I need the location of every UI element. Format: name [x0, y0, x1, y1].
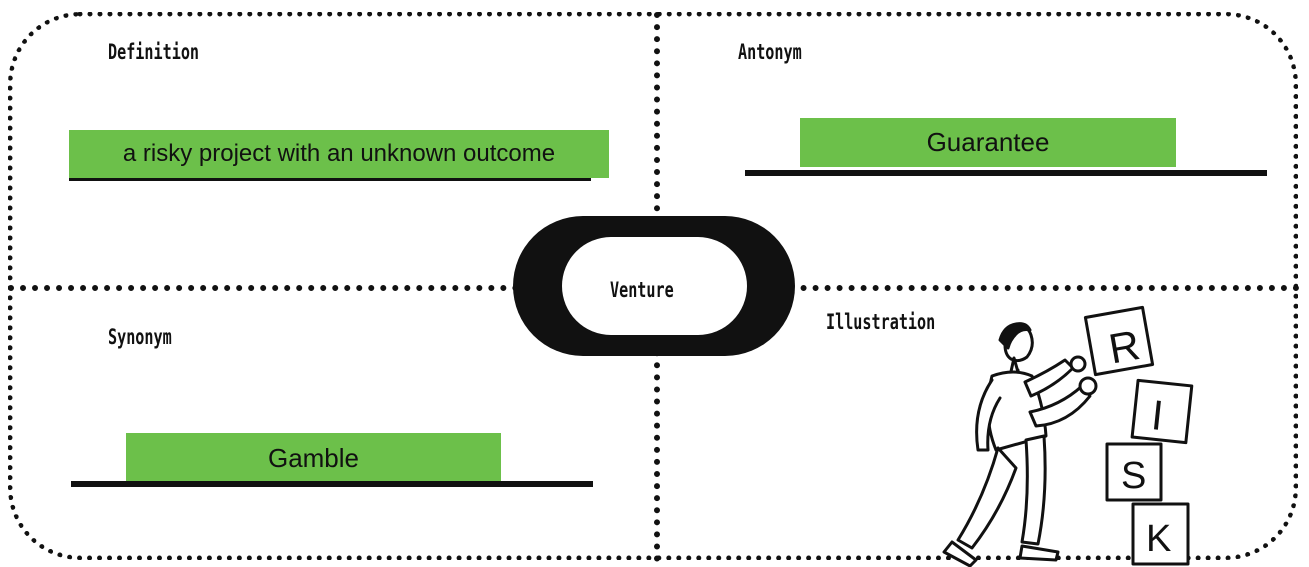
definition-underline	[69, 178, 591, 181]
definition-value: a risky project with an unknown outcome	[69, 130, 609, 178]
antonym-value: Guarantee	[800, 118, 1176, 167]
block-k: K	[1131, 502, 1190, 566]
block-letter-k: K	[1146, 518, 1171, 560]
block-letter-i: I	[1149, 391, 1166, 439]
definition-label: Definition	[108, 40, 200, 64]
block-i: I	[1130, 378, 1194, 445]
businessman-stacking-blocks-illustration: R I S K	[942, 305, 1194, 567]
block-r: R	[1083, 305, 1155, 377]
synonym-underline	[71, 481, 593, 487]
synonym-label: Synonym	[108, 325, 172, 349]
antonym-underline	[745, 170, 1267, 176]
center-term: Venture	[610, 278, 674, 302]
synonym-value: Gamble	[126, 433, 501, 483]
antonym-label: Antonym	[738, 40, 802, 64]
block-s: S	[1105, 442, 1163, 502]
center-term-bubble	[562, 237, 747, 335]
illustration-label: Illustration	[826, 310, 936, 334]
block-letter-s: S	[1121, 455, 1146, 497]
